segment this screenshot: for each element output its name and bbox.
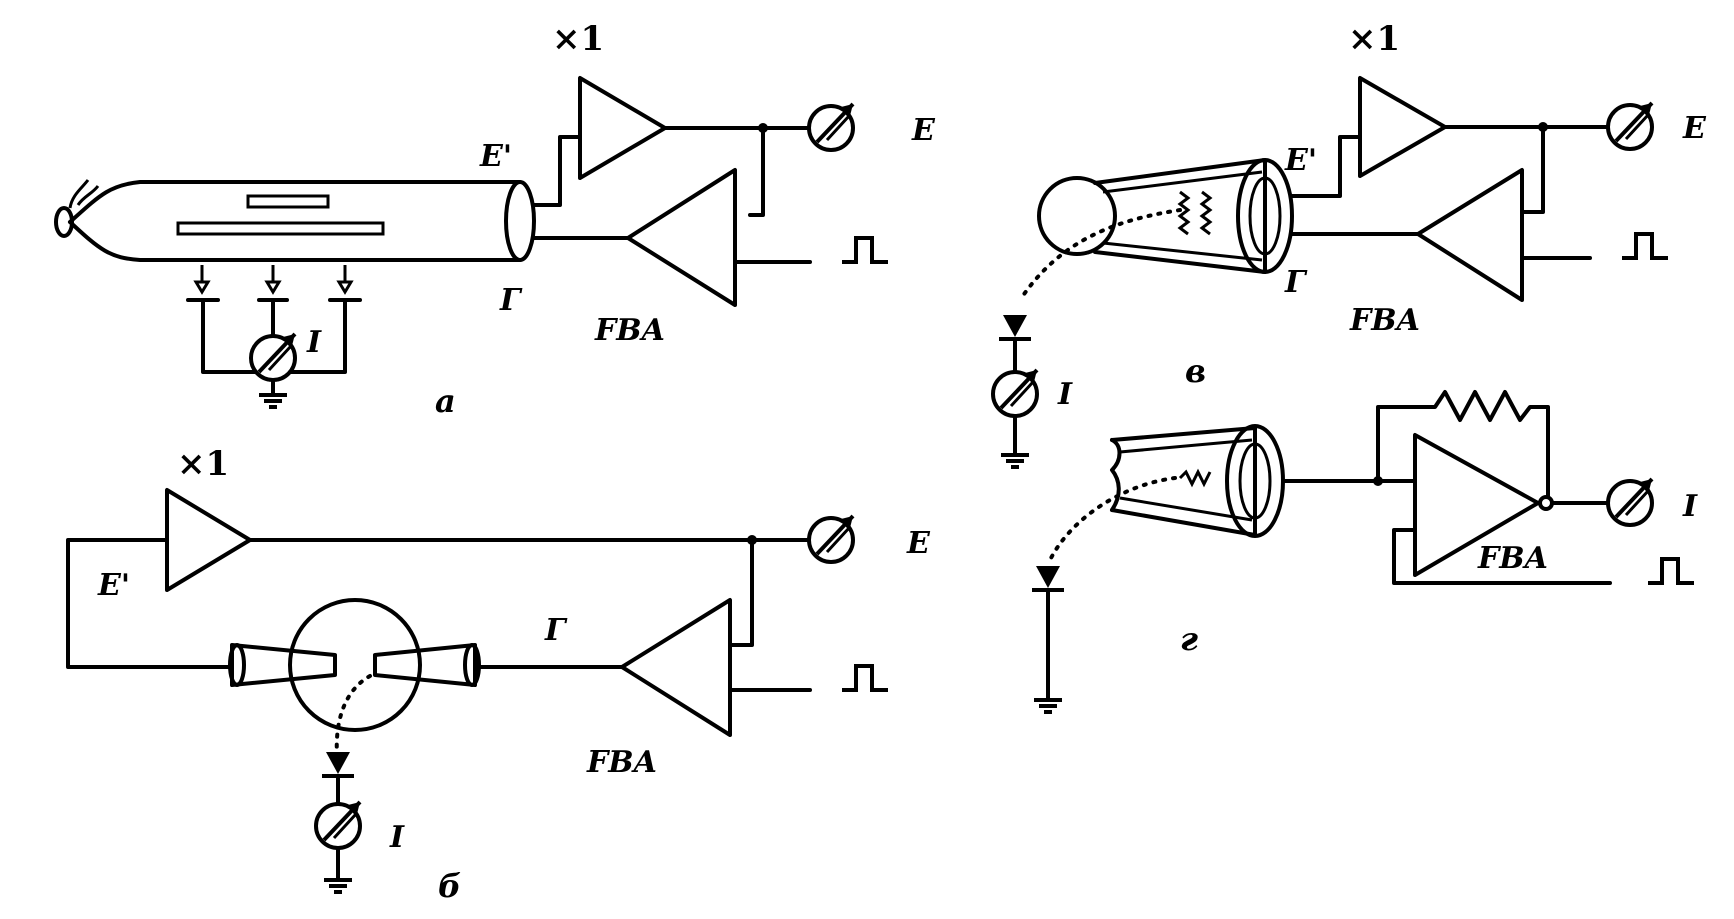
diode-icon [320,750,356,778]
pulse-icon [840,236,890,264]
meter-label: E [911,113,936,148]
ground-label: Г [499,283,523,318]
amplifier-label: FBA [594,313,665,348]
feedback-amplifier-icon [620,598,732,737]
current-meter-label: I [389,820,405,855]
diode-icon [1030,564,1066,592]
amplifier-label: FBA [1477,541,1548,576]
panel-tag: в [1185,352,1206,390]
diode-icon [997,313,1033,341]
follower-output-label: E' [97,568,130,603]
current-meter-icon [1606,477,1654,527]
panel-g: FBA I г [1030,390,1698,714]
pulse-icon [1646,557,1696,585]
feedback-amplifier-icon [1413,433,1540,577]
ground-label: Г [1284,265,1308,300]
feedback-amplifier-icon [1416,168,1524,302]
panel-v: ×1 E' E Г FBA I в [991,19,1707,469]
meter-label: E [1682,111,1707,146]
follower-gain-label: ×1 [1348,19,1400,59]
ground-icon [257,393,289,409]
amplifier-label: FBA [586,745,657,780]
current-meter-label: I [1057,377,1073,412]
meter-label: E [906,526,931,561]
panel-tag: а [435,382,456,420]
voltage-meter-icon [807,102,855,152]
current-meter-label: I [306,325,322,360]
follower-output-label: E' [479,139,512,174]
current-meter-label: I [1682,489,1698,524]
follower-gain-label: ×1 [177,444,229,484]
ground-icon [999,453,1031,469]
ground-label: Г [544,613,568,648]
current-meter-icon [314,800,362,850]
feedback-amplifier-icon [626,168,737,307]
follower-amplifier-icon [578,76,667,180]
panel-b: ×1 E' E Г FBA I б [66,444,931,905]
panel-tag: г [1180,620,1198,658]
pulse-icon [840,664,890,692]
panel-tag: б [438,867,461,905]
current-meter-icon [991,368,1039,418]
follower-gain-label: ×1 [552,19,604,59]
ground-icon [1032,698,1064,714]
current-meter-icon [249,332,297,382]
voltage-meter-icon [1606,101,1654,151]
ground-icon [322,878,354,894]
panel-a: ×1 E' E Г FBA I а [54,19,936,420]
amplifier-label: FBA [1349,303,1420,338]
follower-amplifier-icon [165,488,252,592]
follower-output-label: E' [1284,143,1317,178]
pulse-icon [1620,232,1670,260]
voltage-meter-icon [807,514,855,564]
follower-amplifier-icon [1358,76,1447,178]
